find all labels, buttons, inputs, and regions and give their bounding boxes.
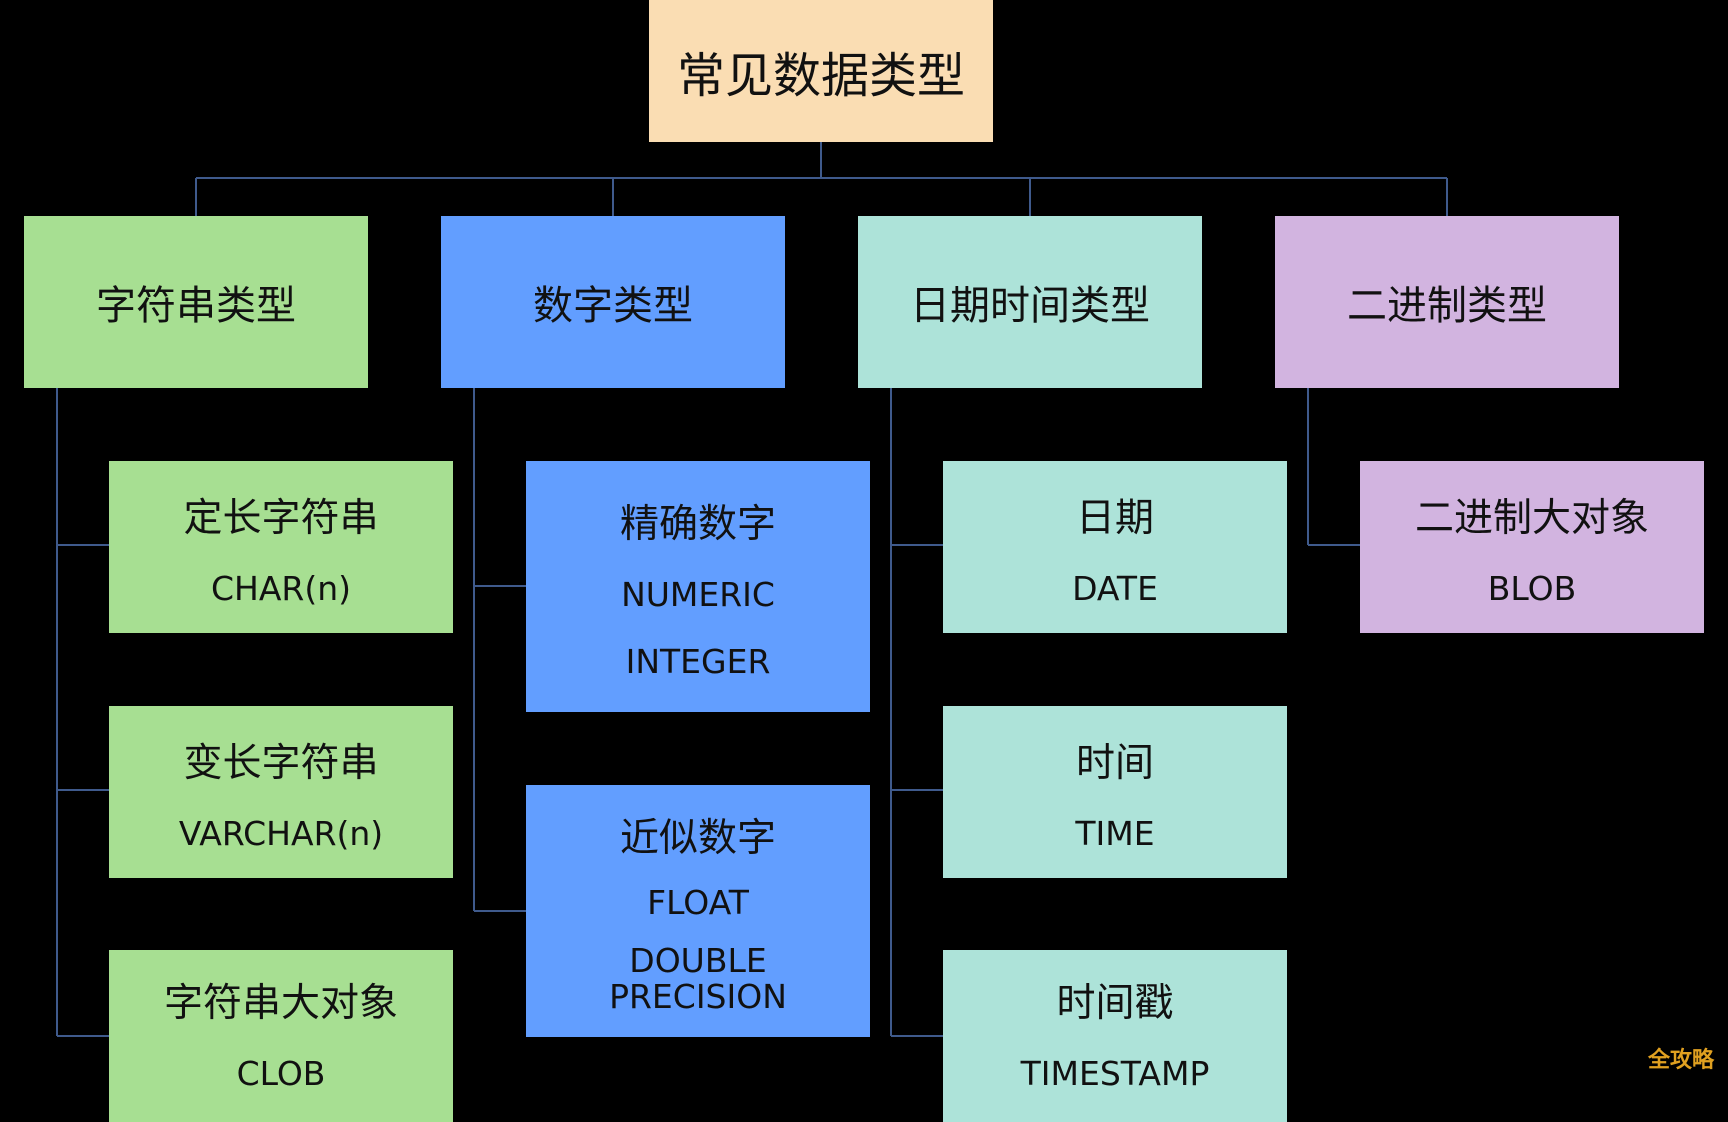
category-label: 日期时间类型 bbox=[910, 283, 1150, 329]
type-name: CHAR(n) bbox=[210, 568, 352, 608]
type-name: INTEGER bbox=[625, 641, 771, 681]
leaf-date: 日期 DATE bbox=[943, 461, 1287, 633]
leaf-time: 时间 TIME bbox=[943, 706, 1287, 878]
leaf-label: 字符串大对象 bbox=[163, 981, 398, 1026]
category-label: 字符串类型 bbox=[96, 283, 296, 329]
root-node: 常见数据类型 bbox=[649, 0, 993, 142]
leaf-timestamp: 时间戳 TIMESTAMP bbox=[943, 950, 1287, 1122]
leaf-label: 近似数字 bbox=[619, 815, 776, 861]
category-string: 字符串类型 bbox=[24, 216, 368, 388]
leaf-approx-numeric: 近似数字 FLOAT DOUBLE PRECISION bbox=[526, 785, 870, 1037]
type-name: DOUBLE PRECISION bbox=[609, 940, 787, 1017]
leaf-label: 时间戳 bbox=[1056, 981, 1174, 1026]
leaf-label: 日期 bbox=[1075, 495, 1154, 541]
category-label: 二进制类型 bbox=[1347, 283, 1547, 329]
leaf-label: 二进制大对象 bbox=[1414, 495, 1649, 541]
leaf-variable-string: 变长字符串 VARCHAR(n) bbox=[109, 706, 453, 878]
category-label: 数字类型 bbox=[533, 283, 693, 329]
leaf-exact-numeric: 精确数字 NUMERIC INTEGER bbox=[526, 461, 870, 712]
watermark: 全攻略 bbox=[1647, 1048, 1714, 1073]
leaf-label: 时间 bbox=[1075, 740, 1154, 786]
leaf-label: 定长字符串 bbox=[183, 495, 379, 541]
type-name: VARCHAR(n) bbox=[178, 813, 384, 853]
type-name: TIMESTAMP bbox=[1020, 1054, 1210, 1093]
type-name: NUMERIC bbox=[621, 575, 775, 615]
category-binary: 二进制类型 bbox=[1275, 216, 1619, 388]
leaf-string-lob: 字符串大对象 CLOB bbox=[109, 950, 453, 1122]
root-label: 常见数据类型 bbox=[676, 48, 965, 104]
category-datetime: 日期时间类型 bbox=[858, 216, 1202, 388]
type-name: FLOAT bbox=[647, 882, 749, 922]
type-name: CLOB bbox=[236, 1054, 326, 1093]
type-name: DATE bbox=[1072, 568, 1158, 608]
type-name: BLOB bbox=[1487, 568, 1577, 608]
connector-lines bbox=[56, 142, 1448, 1037]
type-name: TIME bbox=[1075, 813, 1155, 853]
data-types-diagram: 常见数据类型 字符串类型 数字类型 日期时间类型 二进制类型 定长字符串 CHA… bbox=[24, 0, 1714, 1122]
leaf-fixed-string: 定长字符串 CHAR(n) bbox=[109, 461, 453, 633]
leaf-label: 精确数字 bbox=[619, 502, 776, 548]
leaf-label: 变长字符串 bbox=[183, 740, 379, 786]
category-numeric: 数字类型 bbox=[441, 216, 785, 388]
leaf-blob: 二进制大对象 BLOB bbox=[1360, 461, 1704, 633]
